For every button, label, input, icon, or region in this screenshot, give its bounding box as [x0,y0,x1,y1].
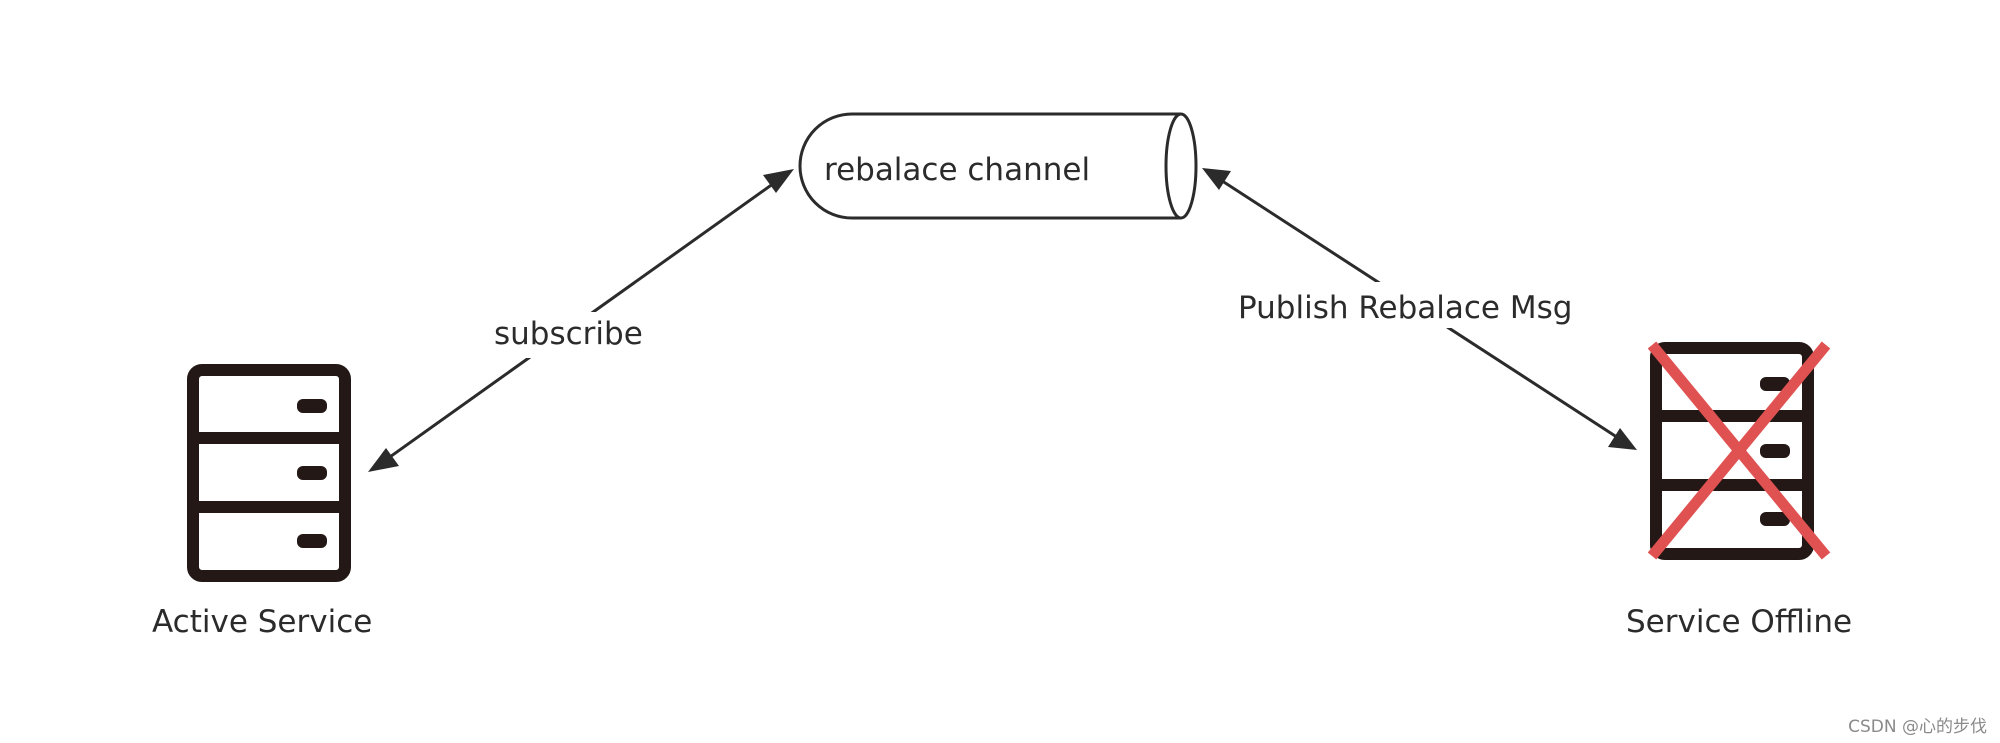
service-offline-node: Service Offline [1626,341,1852,640]
subscribe-edge: subscribe [368,169,794,472]
publish-label-bg [1234,282,1586,328]
publish-edge: Publish Rebalace Msg [1202,168,1637,450]
subscribe-arrowhead-bottom [368,448,399,472]
server-icon [1650,342,1814,560]
subscribe-label: subscribe [494,316,643,352]
rebalance-channel-node: rebalace channel [798,112,1198,220]
server-icon [187,364,351,582]
publish-arrowhead-top [1202,168,1231,190]
subscribe-label-bg [488,312,648,358]
publish-arrowhead-bottom [1608,428,1637,450]
publish-label: Publish Rebalace Msg [1238,290,1572,326]
channel-end-cap [1164,112,1182,220]
active-service-node: Active Service [152,364,372,640]
active-service-label: Active Service [152,604,372,640]
watermark-text: CSDN @心的步伐 [1848,717,1987,737]
subscribe-arrowhead-top [763,169,794,193]
service-offline-label: Service Offline [1626,604,1852,640]
channel-label: rebalace channel [824,152,1090,188]
x-mark-icon [1647,341,1831,560]
